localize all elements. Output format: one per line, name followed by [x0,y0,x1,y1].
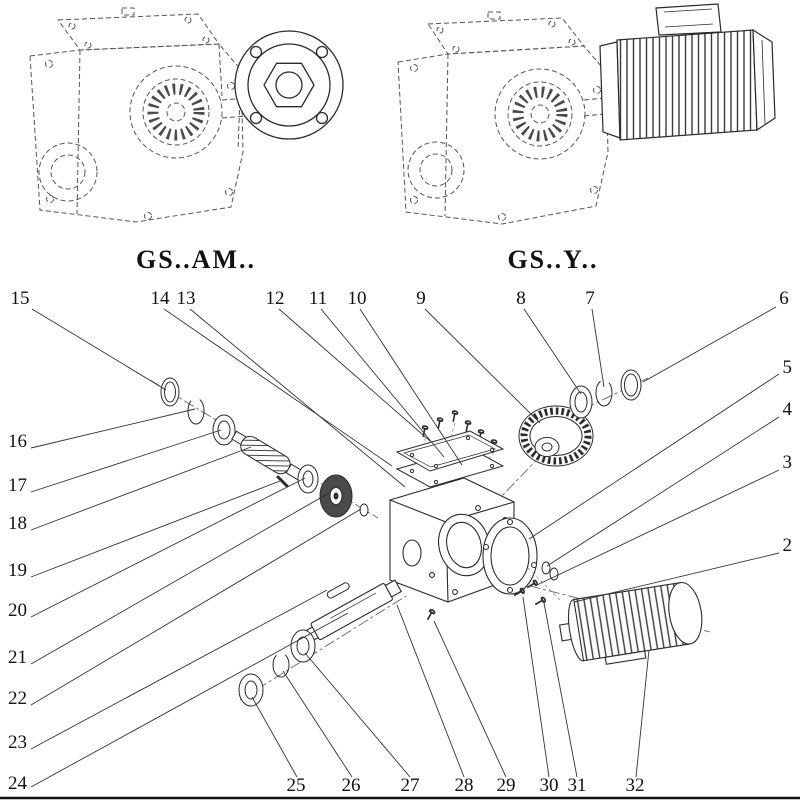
leader-line-23 [30,589,328,750]
housing-screw [424,608,437,623]
leader-line-28 [396,604,465,778]
callout-number-19: 19 [8,560,27,581]
leader-line-17 [30,429,222,493]
callout-number-10: 10 [348,288,367,309]
callout-number-5: 5 [783,357,793,378]
leader-line-27 [304,652,411,778]
motor-illustration [599,3,776,141]
key-pin [276,475,289,488]
leader-line-20 [30,477,306,618]
callout-number-11: 11 [309,288,327,309]
callout-number-26: 26 [342,775,361,796]
flange-motor-dash-link [527,567,561,601]
callout-number-7: 7 [585,288,595,309]
callout-number-31: 31 [568,775,587,796]
callout-number-29: 29 [497,775,516,796]
cover-plate [395,430,505,472]
callout-number-14: 14 [151,288,171,309]
callout-number-2: 2 [783,535,793,556]
callout-number-25: 25 [287,775,306,796]
variant-label-gs-y: GS..Y.. [507,245,598,274]
callout-number-16: 16 [8,431,27,452]
gearbox-gs-am-illustration [29,7,261,223]
callout-number-27: 27 [401,775,420,796]
leader-line-22 [30,508,362,706]
leader-line-25 [251,696,298,778]
motor-fin-body [616,29,758,141]
callout-number-30: 30 [540,775,559,796]
shaft-key [326,582,350,599]
callout-number-32: 32 [626,775,645,796]
callout-number-17: 17 [8,475,27,496]
callout-number-21: 21 [8,647,27,668]
leader-line-21 [30,492,330,665]
right-gear-hatch-ring [512,86,568,142]
leader-line-26 [282,670,353,778]
leader-line-29 [433,620,507,778]
leader-line-18 [30,446,252,531]
motor-end-cap [752,28,776,132]
left-gear-hatch-ring [147,83,205,141]
motor-exploded [558,581,703,665]
output-circlip [272,652,290,678]
input-bearing [212,414,236,446]
callout-number-20: 20 [8,600,27,621]
callout-number-4: 4 [783,399,793,420]
leader-line-8 [523,308,582,395]
leader-line-14 [163,308,393,467]
leader-line-13 [189,308,406,488]
gear-housing [389,477,515,603]
leader-line-5 [528,373,780,540]
variant-label-gs-am: GS..AM.. [136,245,256,274]
retaining-ring [595,379,613,407]
gearbox-gs-y-illustration [397,11,615,225]
shim-washer [569,385,593,419]
callout-number-8: 8 [516,288,526,309]
leader-line-4 [546,416,780,567]
leader-line-24 [30,612,349,788]
leader-line-7 [591,308,605,388]
leader-line-11 [320,308,445,458]
worm-wheel [319,474,353,518]
callout-number-9: 9 [416,288,426,309]
callout-number-15: 15 [11,288,30,309]
leader-line-3 [536,469,780,586]
output-washer [238,673,264,707]
leader-line-9 [424,308,541,424]
input-seal [160,377,180,407]
callout-number-18: 18 [8,513,27,534]
callout-number-23: 23 [8,732,27,753]
callout-number-12: 12 [266,288,285,309]
leader-line-31 [543,602,578,778]
leader-line-6 [642,306,777,383]
callout-number-28: 28 [455,775,474,796]
callout-number-24: 24 [8,773,28,794]
leader-line-15 [31,308,167,391]
output-bearing [290,629,316,663]
callout-number-6: 6 [779,288,789,309]
leader-line-19 [30,480,281,578]
callout-number-22: 22 [8,688,27,709]
leader-line-16 [30,408,196,449]
leader-line-2 [573,552,780,603]
motor-flange-ring [482,517,538,595]
callout-number-13: 13 [177,288,196,309]
callout-number-3: 3 [783,452,793,473]
mid-bearing [297,464,319,494]
leader-line-32 [635,649,650,778]
helical-gear [518,405,594,467]
leader-line-12 [278,308,431,442]
spacer-ring [359,503,369,517]
leader-line-10 [359,308,463,466]
leader-line-30 [522,596,550,778]
output-flange-illustration [234,30,344,140]
seal-ring [620,369,642,401]
